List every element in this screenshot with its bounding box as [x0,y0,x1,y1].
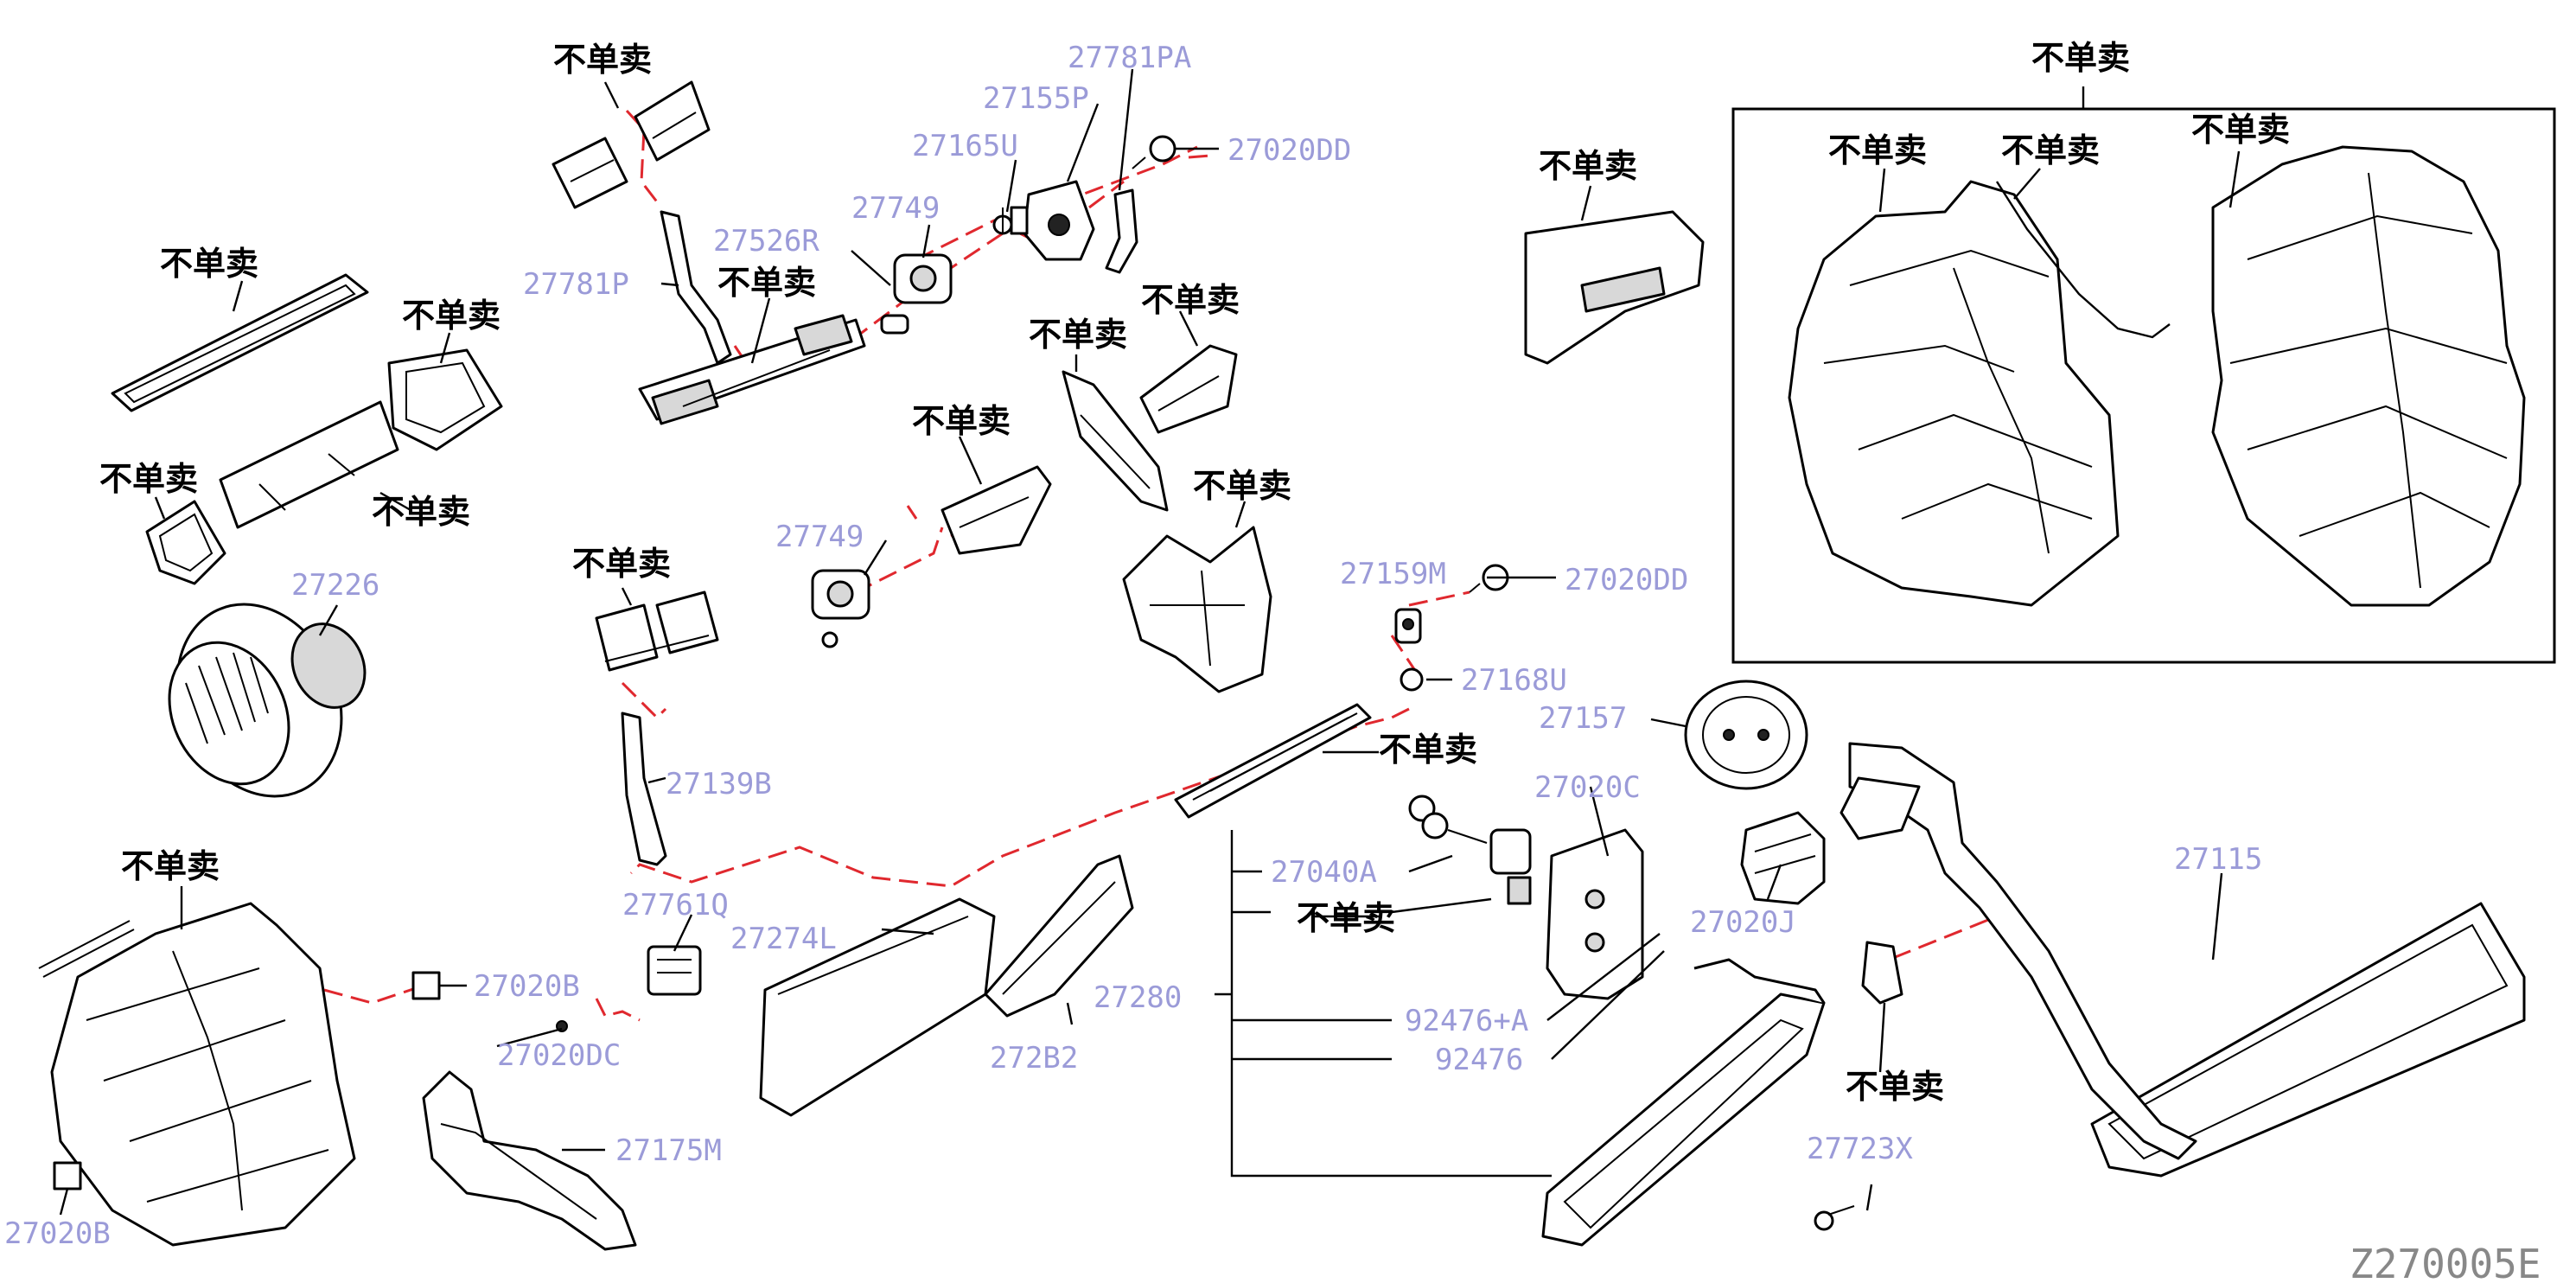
blower-motor-27226 [168,603,367,798]
label-27020B-low: 27020B [4,1216,111,1251]
not-sold-label: 不单卖 [1029,316,1127,354]
link-rod-27781P [660,210,732,365]
duct-27175M [422,1070,637,1251]
screw-27020DD-top [1132,135,1176,169]
label-27139B: 27139B [666,767,772,801]
label-27526R: 27526R [713,224,819,259]
not-sold-label: 不单卖 [1297,899,1395,937]
rod-center [1995,181,2171,339]
actuator-27749-top [880,253,953,335]
label-27040A: 27040A [1271,855,1377,890]
not-sold-label: 不单卖 [402,297,501,335]
label-27781P: 27781P [523,267,629,302]
label-27020DD-top: 27020DD [1227,133,1351,168]
not-sold-label: 不单卖 [1379,731,1477,769]
seal-27020J [1740,811,1826,905]
not-sold-labels: 不单卖 不单卖 不单卖 不单卖 不单卖 不单卖 不单卖 不单卖 不单卖 不单卖 … [99,39,2290,1106]
actuator-27749-mid [811,569,870,648]
not-sold-label: 不单卖 [99,460,198,498]
slide-door-mid [638,314,866,425]
actuator-27155P [1010,180,1095,261]
label-27165U: 27165U [912,129,1018,163]
slide-door-lower [1174,703,1372,819]
door-flap-center [1062,370,1169,512]
label-27157: 27157 [1539,701,1627,736]
duct-cover-mid [940,465,1052,555]
not-sold-label: 不单卖 [1828,131,1927,169]
label-27155P: 27155P [983,81,1089,116]
label-27274L: 27274L [730,922,837,956]
cap-27157 [1684,680,1808,790]
leader-lines [59,68,2241,1216]
label-27115: 27115 [2174,842,2262,877]
bracket-27168U [1400,667,1424,692]
label-27175M: 27175M [615,1133,722,1168]
actuator-27159M [1394,608,1422,644]
label-27226: 27226 [291,568,379,603]
label-27761Q: 27761Q [622,888,729,922]
not-sold-label: 不单卖 [2031,39,2130,77]
evaporator-27280 [1541,958,1826,1247]
mount-bracket-center [1122,526,1272,693]
label-27020DD-mid: 27020DD [1565,563,1688,597]
not-sold-label: 不单卖 [717,264,816,302]
label-27280: 27280 [1094,980,1182,1015]
label-27020J: 27020J [1690,905,1796,940]
label-27749-top: 27749 [851,191,940,226]
label-27723X: 27723X [1807,1132,1913,1166]
not-sold-label: 不单卖 [372,493,470,531]
bracket-notsold-right [1861,941,1903,1005]
not-sold-label: 不单卖 [121,847,220,885]
not-sold-label: 不单卖 [160,245,258,283]
clip-27020B-mid [411,971,441,1000]
screw-27165U [992,207,1013,235]
housing-assembly-box [1731,107,2556,664]
duct-top-right [1524,210,1705,365]
not-sold-label: 不单卖 [572,545,671,583]
parts [38,80,2556,1251]
resistor-27761Q [647,945,702,996]
label-27020B-mid: 27020B [474,969,580,1004]
label-27159M: 27159M [1340,557,1446,591]
bracket-272B2 [984,854,1134,1018]
label-92476: 92476 [1435,1043,1523,1077]
heater-unit-housing-right [2211,145,2526,607]
not-sold-label: 不单卖 [2001,131,2100,169]
not-sold-label: 不单卖 [1141,281,1240,319]
flap-pair-mid-left [595,590,719,672]
not-sold-label: 不单卖 [2191,111,2290,149]
label-27781PA: 27781PA [1068,41,1191,75]
not-sold-label: 不单卖 [1846,1068,1944,1106]
clip-27723X [1814,1205,1855,1231]
label-272B2: 272B2 [990,1041,1078,1076]
insulator-27020C [1546,828,1644,1000]
not-sold-label: 不单卖 [1539,147,1637,185]
part-number-labels: 27781PA 27155P 27165U 27020DD 27749 2752… [4,41,2262,1251]
link-27139B [621,712,667,866]
link-27781PA [1105,188,1138,274]
clip-27020B-low [53,1161,82,1190]
label-27020DC: 27020DC [497,1038,621,1073]
label-27020C: 27020C [1534,770,1641,805]
blower-housing-lower-left [38,902,356,1247]
heater-core-27115 [1840,742,2526,1178]
diagram-code: Z270005E [2350,1241,2541,1283]
heater-unit-housing-left [1788,180,2120,607]
label-27168U: 27168U [1461,663,1567,698]
label-27749-mid: 27749 [775,520,864,554]
label-92476A: 92476+A [1405,1004,1528,1038]
filter-frames-left [111,273,503,585]
not-sold-label: 不单卖 [1193,467,1291,505]
valve-27040A [1408,795,1532,905]
door-flaps-top [552,80,711,209]
not-sold-label: 不单卖 [912,402,1011,440]
not-sold-label: 不单卖 [553,41,652,79]
screw-27020DD-mid [1469,564,1509,593]
duct-piece-right [1139,344,1238,434]
